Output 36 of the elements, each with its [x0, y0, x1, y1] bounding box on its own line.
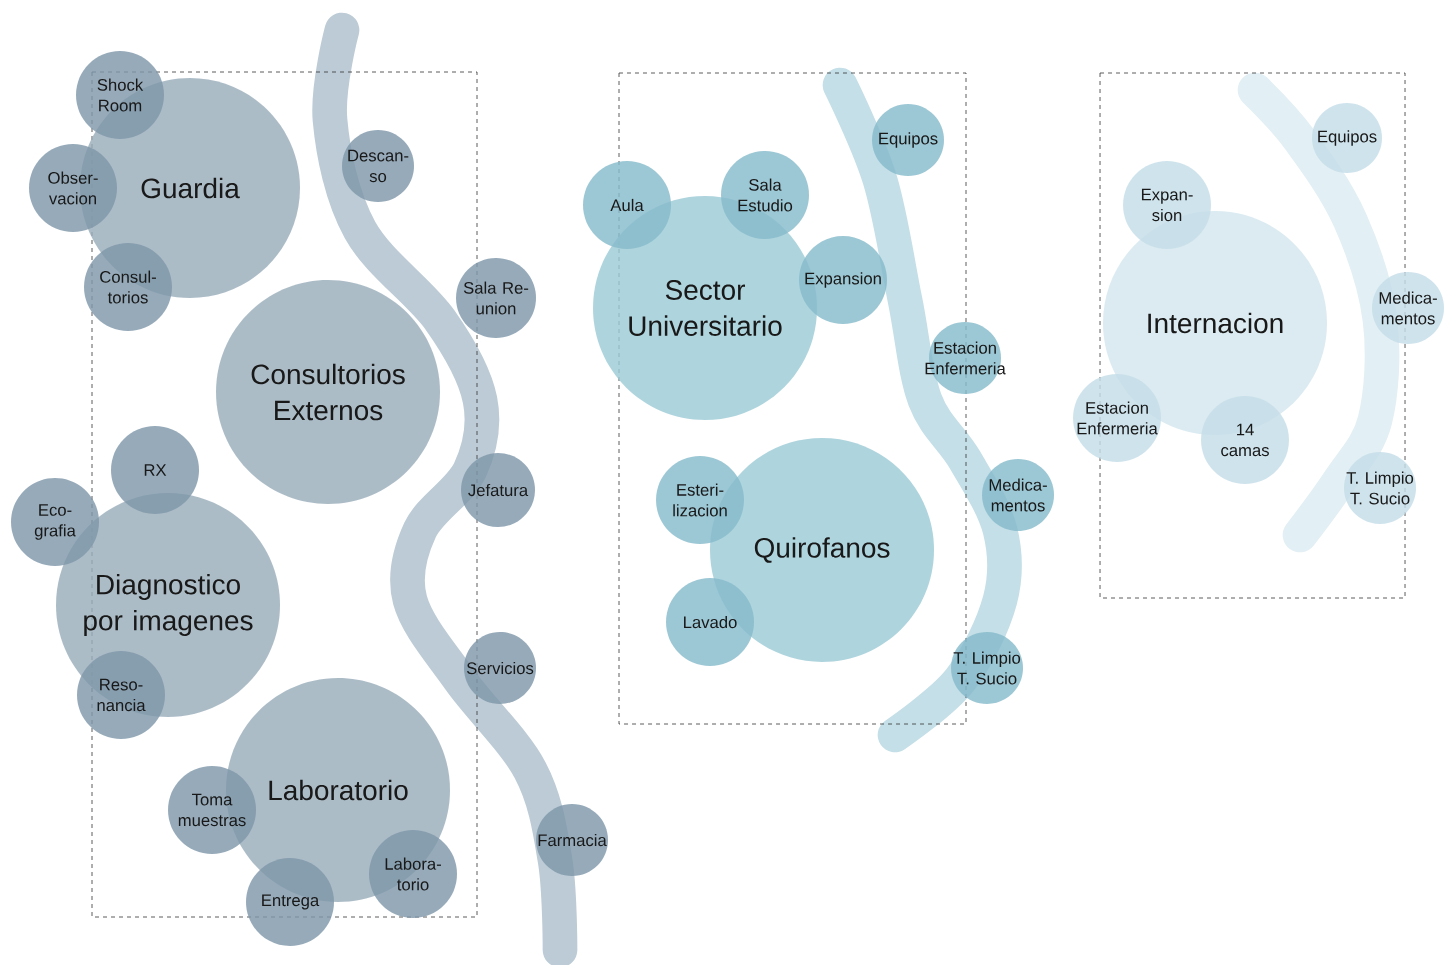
room-label: Entrega	[262, 894, 320, 910]
room-label: Shock Room	[97, 78, 144, 112]
room-label: Sala Estudio	[738, 178, 793, 212]
room-label: Expansion	[805, 272, 881, 288]
room-label: Aula	[610, 198, 644, 212]
room-label: Sala Re- union	[463, 281, 529, 315]
room-label: Obser- vacion	[48, 171, 98, 205]
room-label: Internacion	[1148, 312, 1283, 334]
room-label: Laboratorio	[269, 779, 408, 801]
room-label: Quirofanos	[754, 537, 890, 563]
room-label: T. Limpio T. Sucio	[1346, 471, 1414, 505]
room-label: RX	[144, 464, 167, 476]
room-label: Expan- sion	[1141, 188, 1193, 222]
room-label: 14 camas	[1221, 423, 1269, 457]
room-label: Medica- mentos	[1379, 291, 1437, 325]
room-label: Consul- torios	[100, 270, 156, 304]
room-label: Esteri- lizacion	[673, 483, 727, 517]
room-label: Farmacia	[538, 833, 607, 847]
room-label: Eco- grafia	[34, 504, 76, 540]
room-label: Equipos	[879, 132, 938, 148]
room-label: Estacion Enfermeria	[1077, 401, 1158, 435]
room-label: Sector Universitario	[629, 280, 782, 336]
room-label: Diagnostico por imagenes	[84, 573, 253, 637]
room-label: Estacion Enfermeria	[925, 341, 1006, 375]
room-label: Labora- torio	[385, 857, 441, 891]
room-label: Toma muestras	[178, 793, 246, 827]
room-label: Descan- so	[348, 149, 409, 183]
room-label: Lavado	[684, 615, 737, 629]
room-label: T. Limpio T. Sucio	[953, 651, 1021, 685]
room-label: Medica- mentos	[989, 478, 1047, 512]
room-label: Jefatura	[468, 483, 529, 497]
room-label: Consultorios Externos	[251, 363, 405, 421]
room-label: Servicios	[466, 661, 534, 675]
room-label: Equipos	[1318, 130, 1377, 146]
room-label: Reso- nancia	[97, 678, 146, 712]
room-label: Guardia	[141, 177, 240, 199]
